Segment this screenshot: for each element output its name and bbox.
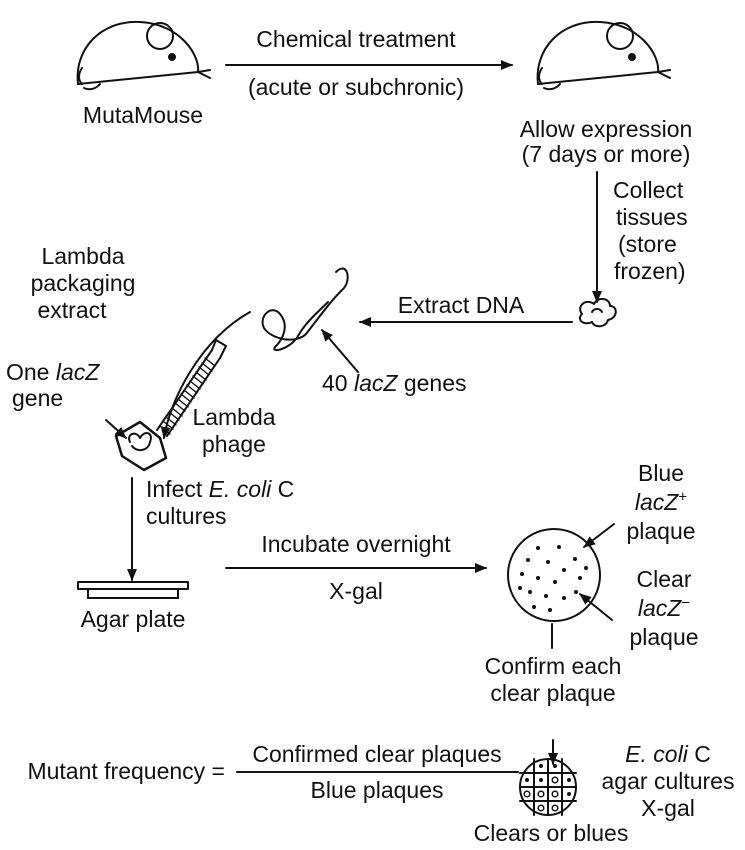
minus-superscript: − [681, 594, 690, 611]
agar-plate-label: Agar plate [81, 606, 186, 633]
agar-plate-icon [78, 582, 188, 598]
blue-plaque-arrow [584, 524, 614, 547]
gene-label: gene [12, 385, 63, 412]
tissue-icon [580, 299, 616, 326]
xgal-cultures-label: X-gal [641, 795, 695, 822]
ecoli-c-text: E. coli [625, 741, 688, 767]
lambda-label: Lambda [41, 243, 124, 270]
plaques-dots [518, 545, 588, 612]
phage-label: phage [202, 431, 266, 458]
confirm-clear-plaque-label: clear plaque [490, 680, 615, 707]
confirm-label: Confirm each [485, 653, 622, 680]
allow-expression-label: Allow expression [520, 116, 693, 143]
frozen-label: frozen) [614, 258, 686, 285]
infect-text: Infect [146, 476, 209, 502]
blue-lacz-text: lacZ [635, 489, 678, 515]
c-text: C [271, 476, 294, 502]
mutamouse-icon [78, 22, 210, 89]
collect-label: Collect [613, 177, 683, 204]
dna-coil-icon [263, 268, 348, 350]
clear-lacz-minus-label: lacZ− [638, 595, 690, 622]
infect-label: Infect E. coli C [146, 476, 294, 503]
denominator-label: Blue plaques [311, 777, 444, 804]
chemical-treatment-label: Chemical treatment [256, 26, 455, 53]
incubate-label: Incubate overnight [261, 531, 450, 558]
plus-superscript: + [678, 488, 687, 505]
lacz-text: lacZ [354, 370, 397, 396]
agar-cultures-label: agar cultures [602, 768, 735, 795]
genes-text: genes [397, 370, 466, 396]
clear-lacz-text: lacZ [638, 595, 681, 621]
forty-lacz-genes-label: 40 lacZ genes [322, 370, 467, 397]
acute-or-subchronic-label: (acute or subchronic) [248, 74, 464, 101]
one-text: One [6, 359, 56, 385]
one-lacz-label: One lacZ [6, 359, 99, 386]
mutamouse-label: MutaMouse [83, 102, 203, 129]
seven-days-label: (7 days or more) [522, 141, 691, 168]
xgal-label: X-gal [329, 578, 383, 605]
forty-lacz-arrow [322, 330, 358, 372]
clears-or-blues-label: Clears or blues [474, 820, 629, 847]
lambda-phage-label: Lambda [192, 404, 275, 431]
blue-lacz-plus-label: lacZ+ [635, 489, 687, 516]
treated-mouse-icon [538, 22, 670, 89]
blue-label: Blue [638, 460, 684, 487]
ecoli-c-label: E. coli C [625, 741, 711, 768]
extract-dna-label: Extract DNA [398, 292, 525, 319]
blue-plaque-label: plaque [626, 518, 695, 545]
ecoli-text: E. coli [209, 476, 272, 502]
mutant-frequency-label: Mutant frequency = [27, 758, 225, 785]
clear-plaque-label: plaque [629, 624, 698, 651]
numerator-label: Confirmed clear plaques [252, 741, 501, 768]
ecoli-c-suffix: C [688, 741, 711, 767]
forty-text: 40 [322, 370, 354, 396]
cultures-label: cultures [146, 503, 227, 530]
clear-plaque-arrow [580, 594, 612, 620]
one-lacz-text: lacZ [56, 359, 99, 385]
clear-label: Clear [637, 566, 692, 593]
packaging-label: packaging [31, 270, 136, 297]
store-label: (store [618, 231, 677, 258]
extract-label: extract [37, 297, 106, 324]
tissues-label: tissues [616, 204, 688, 231]
